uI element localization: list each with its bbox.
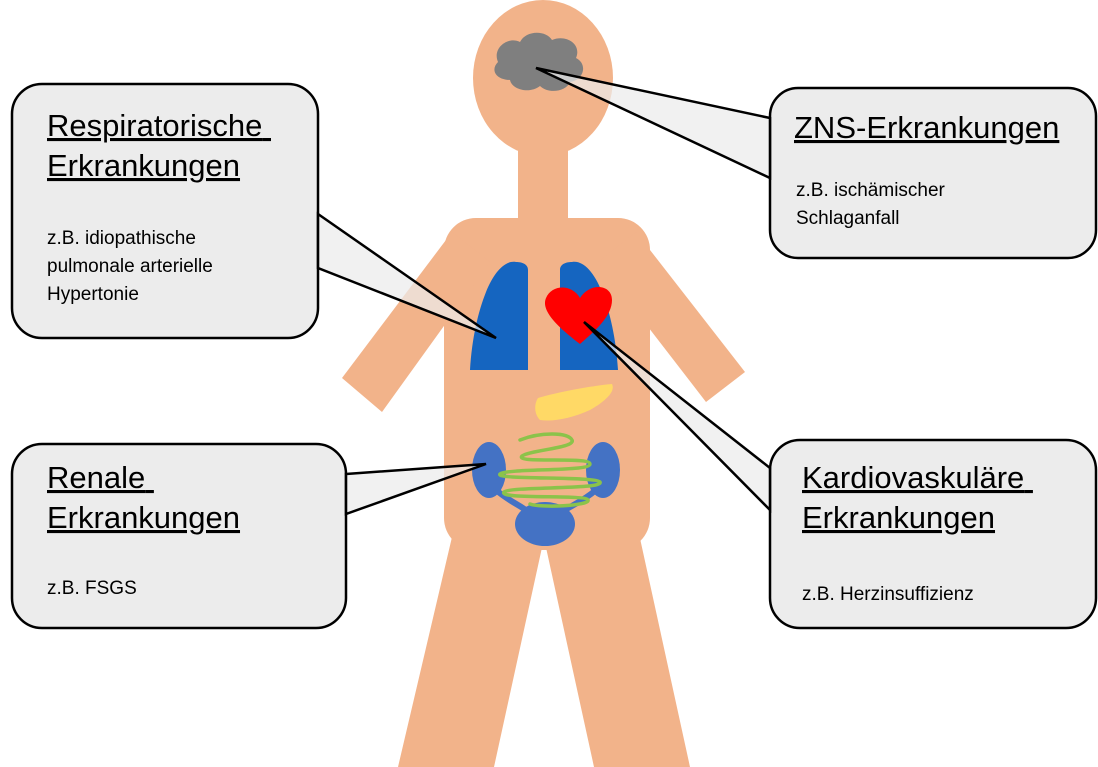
title-line: ZNS-Erkrankungen — [794, 110, 1059, 145]
title-line: Erkrankungen — [802, 500, 995, 535]
callout-cardio: Kardiovaskuläre Erkrankungen z.B. Herzin… — [584, 322, 1096, 628]
callout-renal: Renale Erkrankungen z.B. FSGS — [12, 444, 486, 628]
right-leg — [540, 520, 690, 767]
callout-respiratory: Respiratorische Erkrankungen z.B. idiopa… — [12, 84, 496, 338]
desc-line: Schlaganfall — [796, 208, 900, 229]
desc-line: z.B. FSGS — [47, 578, 137, 599]
callout-cns-title: ZNS-Erkrankungen — [794, 110, 1059, 145]
title-line: Renale — [47, 460, 145, 495]
title-line: Respiratorische — [47, 108, 262, 143]
title-line: Kardiovaskuläre — [802, 460, 1024, 495]
callout-cardio-desc: z.B. Herzinsuffizienz — [802, 584, 974, 605]
desc-line: pulmonale arterielle — [47, 256, 213, 277]
desc-line: z.B. Herzinsuffizienz — [802, 584, 974, 605]
title-line: Erkrankungen — [47, 500, 240, 535]
desc-line: z.B. ischämischer — [796, 180, 946, 201]
left-leg — [398, 520, 548, 767]
desc-line: z.B. idiopathische — [47, 228, 196, 249]
right-kidney — [586, 442, 620, 498]
desc-line: Hypertonie — [47, 284, 139, 305]
callout-renal-desc: z.B. FSGS — [47, 578, 137, 599]
title-line: Erkrankungen — [47, 148, 240, 183]
left-kidney — [472, 442, 506, 498]
